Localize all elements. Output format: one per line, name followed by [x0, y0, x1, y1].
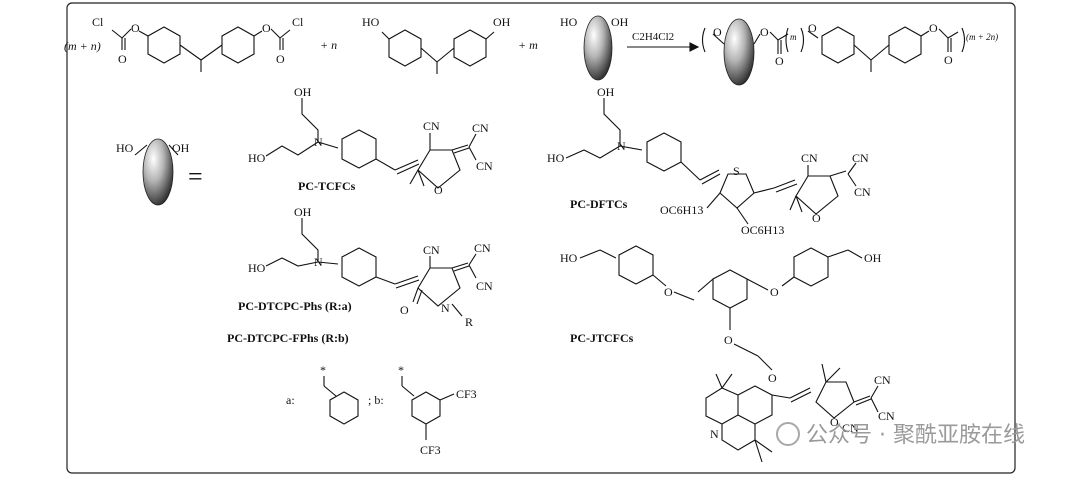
coefficient-m-plus-n: (m + n)	[64, 39, 101, 53]
julolidine-acceptor-structure	[705, 363, 879, 463]
dftc-n-label: N	[617, 139, 626, 153]
jtcfc-dendron-structure	[579, 245, 863, 371]
jtcfc-furan-o: O	[830, 415, 839, 429]
carbonyl-o-left: O	[118, 52, 127, 66]
tcfc-chromophore-structure	[265, 98, 477, 189]
r-group-b-label: ; b:	[368, 393, 384, 407]
subscript-m-plus-2n: (m + 2n)	[966, 32, 998, 42]
dtcpc-cn-2: CN	[474, 241, 491, 255]
reaction-arrow	[627, 42, 700, 52]
dtcpc-oh-label: OH	[294, 205, 312, 219]
dftc-s-label: S	[733, 164, 740, 178]
bisphenol-a-structure	[381, 29, 495, 74]
jtcfc-ether-o-4: O	[768, 371, 777, 385]
r-group-b-cf3-2: CF3	[420, 443, 441, 457]
diol-legend-structure	[134, 144, 179, 156]
dftc-hexyloxy-2: OC6H13	[741, 223, 784, 237]
oval-ho-label: HO	[560, 15, 578, 29]
dtcpc-n-label: N	[314, 255, 323, 269]
plus-n-label: + n	[320, 38, 337, 52]
jtcfc-oh-label: OH	[864, 251, 882, 265]
oval-oh-label: OH	[611, 15, 629, 29]
polycarbonate-product-structure	[701, 26, 966, 72]
dtcpc-fphs-name-label: PC-DTCPC-FPhs (R:b)	[227, 331, 349, 345]
jtcfc-cn-2: CN	[878, 409, 895, 423]
r-group-a-star: *	[320, 363, 326, 377]
tcfc-ho-label: HO	[248, 151, 266, 165]
product-carbonyl-o-1: O	[775, 54, 784, 68]
oxygen-label-right: O	[262, 21, 271, 35]
bpa-ho-left: HO	[362, 15, 380, 29]
r-group-b-cf3-1: CF3	[456, 387, 477, 401]
dtcpc-chromophore-structure	[265, 218, 477, 317]
bischloroformate-structure	[111, 26, 291, 72]
dftc-name-label: PC-DFTCs	[570, 197, 628, 211]
oxygen-label-left: O	[131, 21, 140, 35]
legend-ho-label: HO	[116, 141, 134, 155]
tcfc-name-label: PC-TCFCs	[298, 179, 356, 193]
dftc-ho-label: HO	[547, 151, 565, 165]
jtcfc-ho-label: HO	[560, 251, 578, 265]
product-o-4: O	[929, 21, 938, 35]
solvent-label: C2H4Cl2	[632, 31, 674, 43]
dtcpc-phs-name-label: PC-DTCPC-Phs (R:a)	[238, 299, 352, 313]
jtcfc-ether-o-3: O	[724, 333, 733, 347]
dtcpc-r-label: R	[465, 315, 473, 329]
dftc-cn-3: CN	[854, 185, 871, 199]
dftc-hexyloxy-1: OC6H13	[660, 203, 703, 217]
jtcfc-ether-o-1: O	[664, 285, 673, 299]
wechat-icon	[776, 422, 800, 446]
tcfc-o-label: O	[434, 183, 443, 197]
benzyl-group-a	[323, 376, 359, 425]
product-o-3: O	[808, 21, 817, 35]
diol-oval-reactant	[583, 15, 613, 81]
watermark: 公众号 · 聚酰亚胺在线	[776, 422, 1025, 448]
jtcfc-julolidine-n: N	[710, 427, 719, 441]
dftc-cn-2: CN	[852, 151, 869, 165]
jtcfc-ether-o-2: O	[770, 285, 779, 299]
dtcpc-ring-n: N	[441, 301, 450, 315]
subscript-m: m	[790, 32, 797, 42]
r-group-b-star: *	[398, 363, 404, 377]
diol-oval-legend	[142, 138, 174, 206]
product-o-2: O	[760, 25, 769, 39]
jtcfc-cn-3: CN	[842, 421, 859, 435]
carbonyl-o-right: O	[276, 52, 285, 66]
legend-oh-label: OH	[172, 141, 190, 155]
diol-oval-product	[723, 18, 755, 86]
dftc-o-label: O	[812, 211, 821, 225]
dtcpc-cn-1: CN	[423, 243, 440, 257]
tcfc-n-label: N	[314, 135, 323, 149]
watermark-text: 公众号 · 聚酰亚胺在线	[806, 423, 1025, 448]
tcfc-cn-3: CN	[476, 159, 493, 173]
dftc-oh-label: OH	[597, 85, 615, 99]
tcfc-oh-label: OH	[294, 85, 312, 99]
bpa-oh-right: OH	[493, 15, 511, 29]
r-group-a-label: a:	[286, 393, 295, 407]
dtcpc-carbonyl-o: O	[400, 303, 409, 317]
tcfc-cn-2: CN	[472, 121, 489, 135]
product-o-1: O	[713, 25, 722, 39]
jtcfc-cn-1: CN	[874, 373, 891, 387]
dtcpc-ho-label: HO	[248, 261, 266, 275]
bis-cf3-benzyl-group-b	[401, 376, 455, 440]
tcfc-cn-1: CN	[423, 119, 440, 133]
chloro-label-right: Cl	[292, 15, 304, 29]
chloro-label-left: Cl	[92, 15, 104, 29]
dtcpc-cn-3: CN	[476, 279, 493, 293]
legend-equals-sign: =	[188, 162, 203, 191]
figure-border	[66, 2, 1016, 474]
dftc-chromophore-structure	[565, 98, 857, 225]
jtcfc-name-label: PC-JTCFCs	[570, 331, 634, 345]
product-carbonyl-o-2: O	[944, 53, 953, 67]
plus-m-label: + m	[518, 38, 538, 52]
dftc-cn-1: CN	[801, 151, 818, 165]
